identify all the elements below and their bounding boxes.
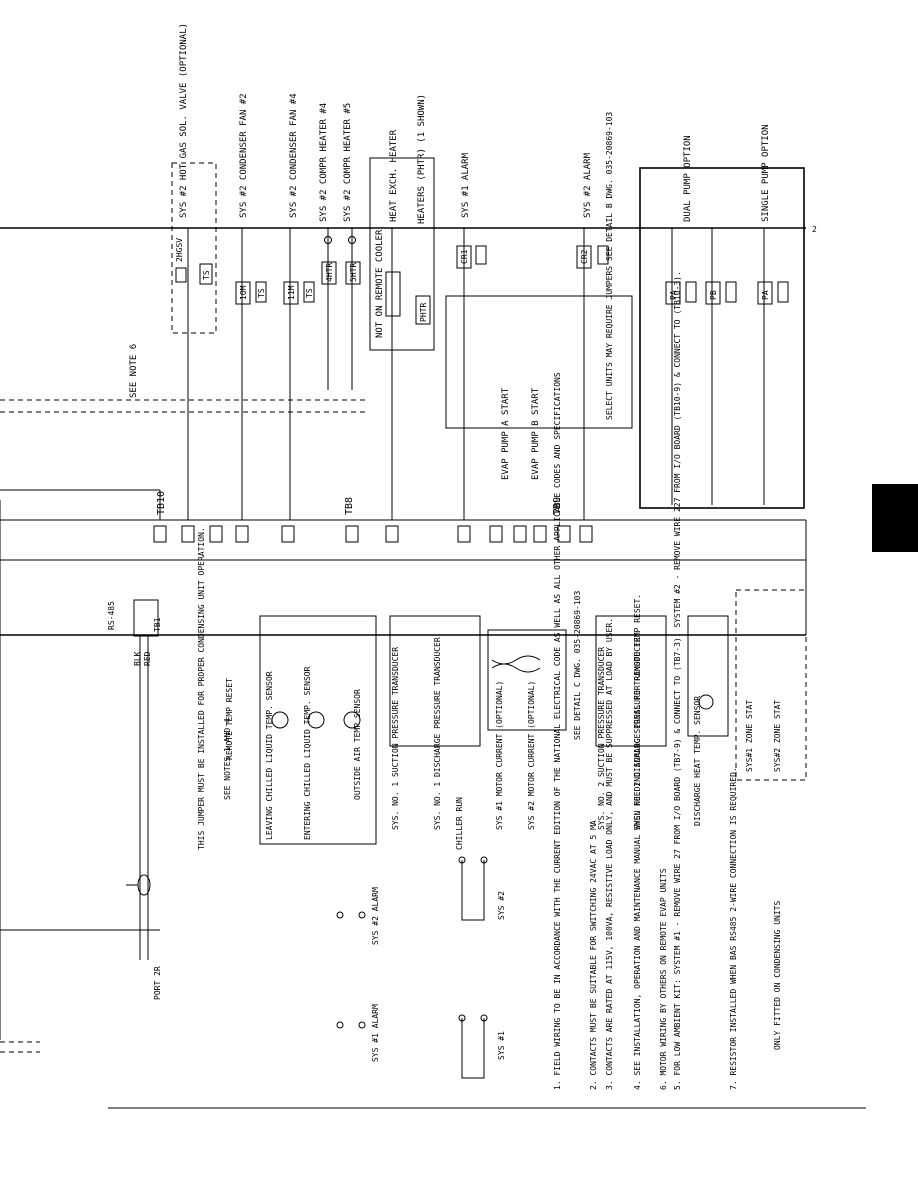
label-tb1: TB1 — [153, 617, 162, 632]
label-notes14: SEE NOTES 1 AND 4 — [223, 718, 232, 800]
alarm-relays: CR1 CR2 — [456, 245, 609, 269]
label-port: PORT 2R — [153, 966, 162, 1000]
zone-stat-box — [735, 589, 807, 781]
svg-text:CR1: CR1 — [460, 249, 469, 264]
label-alarm2: SYS #2 ALARM — [583, 152, 593, 218]
svg-text:11M: 11M — [287, 285, 296, 300]
label-evapA: EVAP PUMP A START — [501, 387, 511, 480]
label-dht: DISCHARGE HEAT TEMP. SENSOR — [693, 696, 702, 826]
note-5: 5. FOR LOW AMBIENT KIT: SYSTEM #1 - REMO… — [673, 271, 682, 1090]
label-seenote6: SEE NOTE 6 — [129, 344, 139, 398]
svg-text:5HTR: 5HTR — [349, 263, 358, 282]
label-condonly: ONLY FITTED ON CONDENSING UNITS — [773, 901, 782, 1050]
sensor-box-1 — [259, 615, 377, 845]
label-mc1: SYS #1 MOTOR CURRENT (OPTIONAL) — [495, 681, 504, 830]
label-sys1alarm: SYS #1 ALARM — [371, 1004, 380, 1062]
jumper-box — [445, 295, 633, 429]
sensor-box-2 — [389, 615, 481, 747]
label-chillerrun: CHILLER RUN — [455, 797, 464, 850]
label-zone2: SYS#2 ZONE STAT — [773, 700, 782, 772]
sensor-box-4 — [595, 615, 667, 747]
label-zone1: SYS#1 ZONE STAT — [745, 700, 754, 772]
note-6: 6. MOTOR WIRING BY OTHERS ON REMOTE EVAP… — [659, 868, 668, 1090]
label-fan2: SYS #2 CONDENSER FAN #2 — [239, 93, 249, 218]
label-htr5: SYS #2 COMPR HEATER #5 — [343, 103, 353, 222]
svg-text:TS: TS — [257, 288, 266, 298]
label-heaters: HEATERS (PHTR) (1 SHOWN) — [417, 94, 427, 224]
note-2: 2. CONTACTS MUST BE SUITABLE FOR SWITCHI… — [589, 820, 598, 1090]
label-tb8: TB8 — [344, 497, 355, 515]
label-blk: BLK — [133, 651, 142, 666]
alarm-contacts — [336, 856, 488, 1079]
svg-text:PA: PA — [669, 290, 678, 300]
svg-text:4HTR: 4HTR — [325, 263, 334, 282]
rungs — [187, 228, 765, 520]
pump-option-box: PA PB PA — [639, 167, 805, 509]
rs485-block — [0, 599, 160, 960]
sensor-circles — [271, 694, 714, 729]
heat-exch-box: PHTR — [369, 157, 435, 351]
label-ect: ENTERING CHILLED LIQUID TEMP. SENSOR — [303, 666, 312, 840]
hgsv-box: 2HGSV TS — [171, 162, 217, 334]
compr-heaters: 4HTR 5HTR — [321, 236, 361, 285]
label-mc2: SYS #2 MOTOR CURRENT (OPTIONAL) — [527, 681, 536, 830]
condenser-fans: 1OM TS 11M TS — [235, 281, 315, 305]
page-tab — [872, 484, 918, 552]
note-3: 3. CONTACTS ARE RATED AT 115V, 100VA, RE… — [605, 618, 614, 1090]
svg-text:CR2: CR2 — [580, 249, 589, 264]
label-evapB: EVAP PUMP B START — [531, 387, 541, 480]
svg-text:PHTR: PHTR — [419, 303, 428, 322]
label-dp1: SYS. NO. 1 DISCHARGE PRESSURE TRANSDUCER — [433, 637, 442, 830]
label-red: RED — [143, 651, 152, 666]
svg-text:PA: PA — [761, 290, 770, 300]
sensor-box-5 — [687, 615, 729, 737]
twisted-pairs — [491, 655, 541, 673]
terminal-strip — [153, 525, 593, 543]
label-dp2: SYS. NO. 2 DISCHARGE PRESSURE TRANSDUCER — [633, 637, 642, 830]
label-hgsv: SYS #2 HOT GAS SOL. VALVE (OPTIONAL) — [179, 23, 189, 218]
sensor-box-3 — [487, 629, 567, 731]
label-lct: LEAVING CHILLED LIQUID TEMP. SENSOR — [265, 671, 274, 840]
label-jumpers: SELECT UNITS MAY REQUIRE JUMPERS SEE DET… — [605, 112, 614, 420]
label-dual: DUAL PUMP OPTION — [683, 135, 693, 222]
label-hxh: HEAT EXCH. HEATER — [389, 129, 399, 222]
label-sys1: SYS #1 — [497, 1031, 506, 1060]
label-sys2alarm: SYS #2 ALARM — [371, 887, 380, 945]
label-tb9: TB9 — [552, 497, 563, 515]
label-notonremote: NOT ON REMOTE COOLER — [375, 229, 385, 338]
note-1: 1. FIELD WIRING TO BE IN ACCORDANCE WITH… — [553, 372, 562, 1090]
label-sp2: SYS. NO. 2 SUCTION PRESSURE TRANSDUCER — [597, 647, 606, 830]
svg-text:1OM: 1OM — [239, 285, 248, 300]
label-htr4: SYS #2 COMPR HEATER #4 — [319, 103, 329, 222]
label-fan4: SYS #2 CONDENSER FAN #4 — [289, 93, 299, 218]
label-single: SINGLE PUMP OPTION — [761, 124, 771, 222]
note-4: 4. SEE INSTALLATION, OPERATION AND MAINT… — [633, 594, 642, 1090]
svg-text:2HGSV: 2HGSV — [175, 238, 184, 262]
svg-text:2: 2 — [812, 225, 817, 234]
label-sys2: SYS #2 — [497, 891, 506, 920]
label-tb10: TB10 — [156, 491, 167, 515]
note-7: 7. RESISTOR INSTALLED WHEN BAS RS485 2-W… — [729, 767, 738, 1090]
label-sp1: SYS. NO. 1 SUCTION PRESSURE TRANSDUCER — [391, 647, 400, 830]
svg-text:TS: TS — [305, 288, 314, 298]
label-oat: OUTSIDE AIR TEMP SENSOR — [353, 689, 362, 800]
label-remote: REMOTE TEMP RESET — [225, 678, 234, 760]
label-alarm1: SYS #1 ALARM — [461, 152, 471, 218]
svg-text:TS: TS — [202, 270, 211, 280]
label-jumper: THIS JUMPER MUST BE INSTALLED FOR PROPER… — [197, 527, 206, 850]
label-detail: SEE DETAIL C DWG. 035-20869-103 — [573, 591, 582, 740]
label-rs485: RS-485 — [107, 601, 116, 630]
svg-text:PB: PB — [709, 290, 718, 300]
